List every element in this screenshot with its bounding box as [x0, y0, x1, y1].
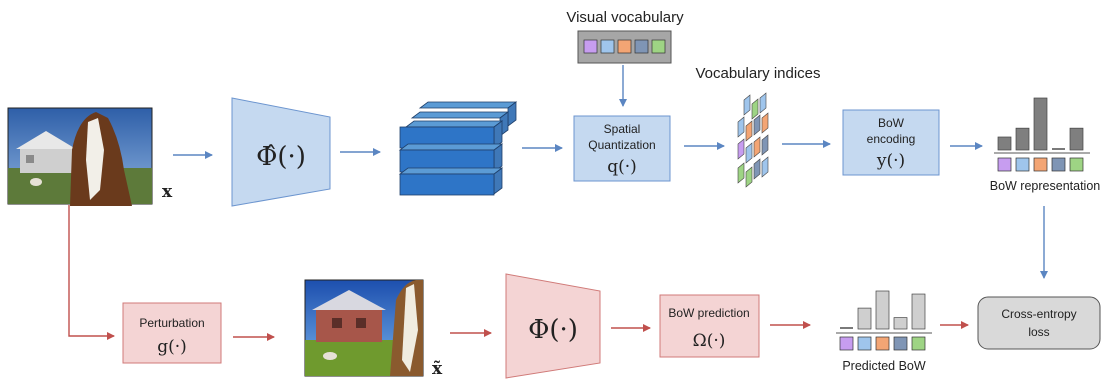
phi-label: Φ(·): [528, 315, 578, 345]
bow-representation-bar-2: [1033, 97, 1048, 151]
loss-line2: loss: [1028, 325, 1049, 339]
loss-line1: Cross-entropy: [1001, 307, 1076, 321]
predicted-bow-label: Predicted BoW: [842, 359, 926, 373]
bow-representation-histogram: [997, 97, 1084, 151]
predicted-bow-bar-3: [893, 317, 908, 330]
bow-representation-label: BoW representation: [990, 179, 1101, 193]
bow-prediction-math: Ω(·): [693, 331, 726, 351]
bow-encoding-line1: BoW: [878, 116, 905, 130]
bow-encoding-line2: encoding: [867, 132, 916, 146]
predicted-bow-histogram: [840, 290, 926, 330]
perturbed-input-symbol: x̃: [432, 359, 443, 379]
red-arrows: [68, 205, 969, 341]
blue-arrows: [173, 65, 1048, 279]
predicted-bow-bar-1: [857, 307, 872, 330]
perturbation-label: Perturbation: [139, 316, 204, 330]
spatial-quantization-line1: Spatial: [604, 122, 641, 136]
bow-prediction-box: [659, 294, 760, 358]
bow-encoding-math: y(·): [876, 151, 905, 171]
bow-encoding-box: [842, 109, 940, 176]
vocabulary-indices-grid: [737, 92, 769, 188]
vocabulary-words: [583, 39, 666, 54]
vocabulary-indices-label: Vocabulary indices: [695, 65, 820, 82]
visual-vocabulary-label: Visual vocabulary: [566, 9, 684, 26]
spatial-quantization-box: [573, 115, 671, 182]
spatial-quantization-math: q(·): [607, 157, 637, 177]
predicted-bow-bar-4: [911, 293, 926, 330]
bow-representation-bar-0: [997, 136, 1012, 151]
predicted-bow-words: [839, 336, 926, 351]
feature-map-stack: [398, 101, 518, 196]
input-image: [7, 107, 153, 206]
input-symbol: x: [162, 182, 173, 202]
perturbation-math: g(·): [157, 337, 187, 357]
phi-hat-label: Φ̂(·): [256, 142, 306, 172]
predicted-bow-bar-2: [875, 290, 890, 330]
phi-encoder: [505, 273, 601, 379]
bow-representation-bar-4: [1069, 127, 1084, 151]
perturbed-image: [304, 279, 424, 377]
bow-representation-words: [997, 157, 1084, 172]
bow-representation-bar-1: [1015, 127, 1030, 151]
perturbation-box: [122, 302, 222, 364]
spatial-quantization-line2: Quantization: [588, 138, 655, 152]
phi-hat-encoder: [231, 97, 331, 207]
bow-prediction-label: BoW prediction: [668, 306, 749, 320]
cross-entropy-loss-box: [977, 296, 1101, 350]
